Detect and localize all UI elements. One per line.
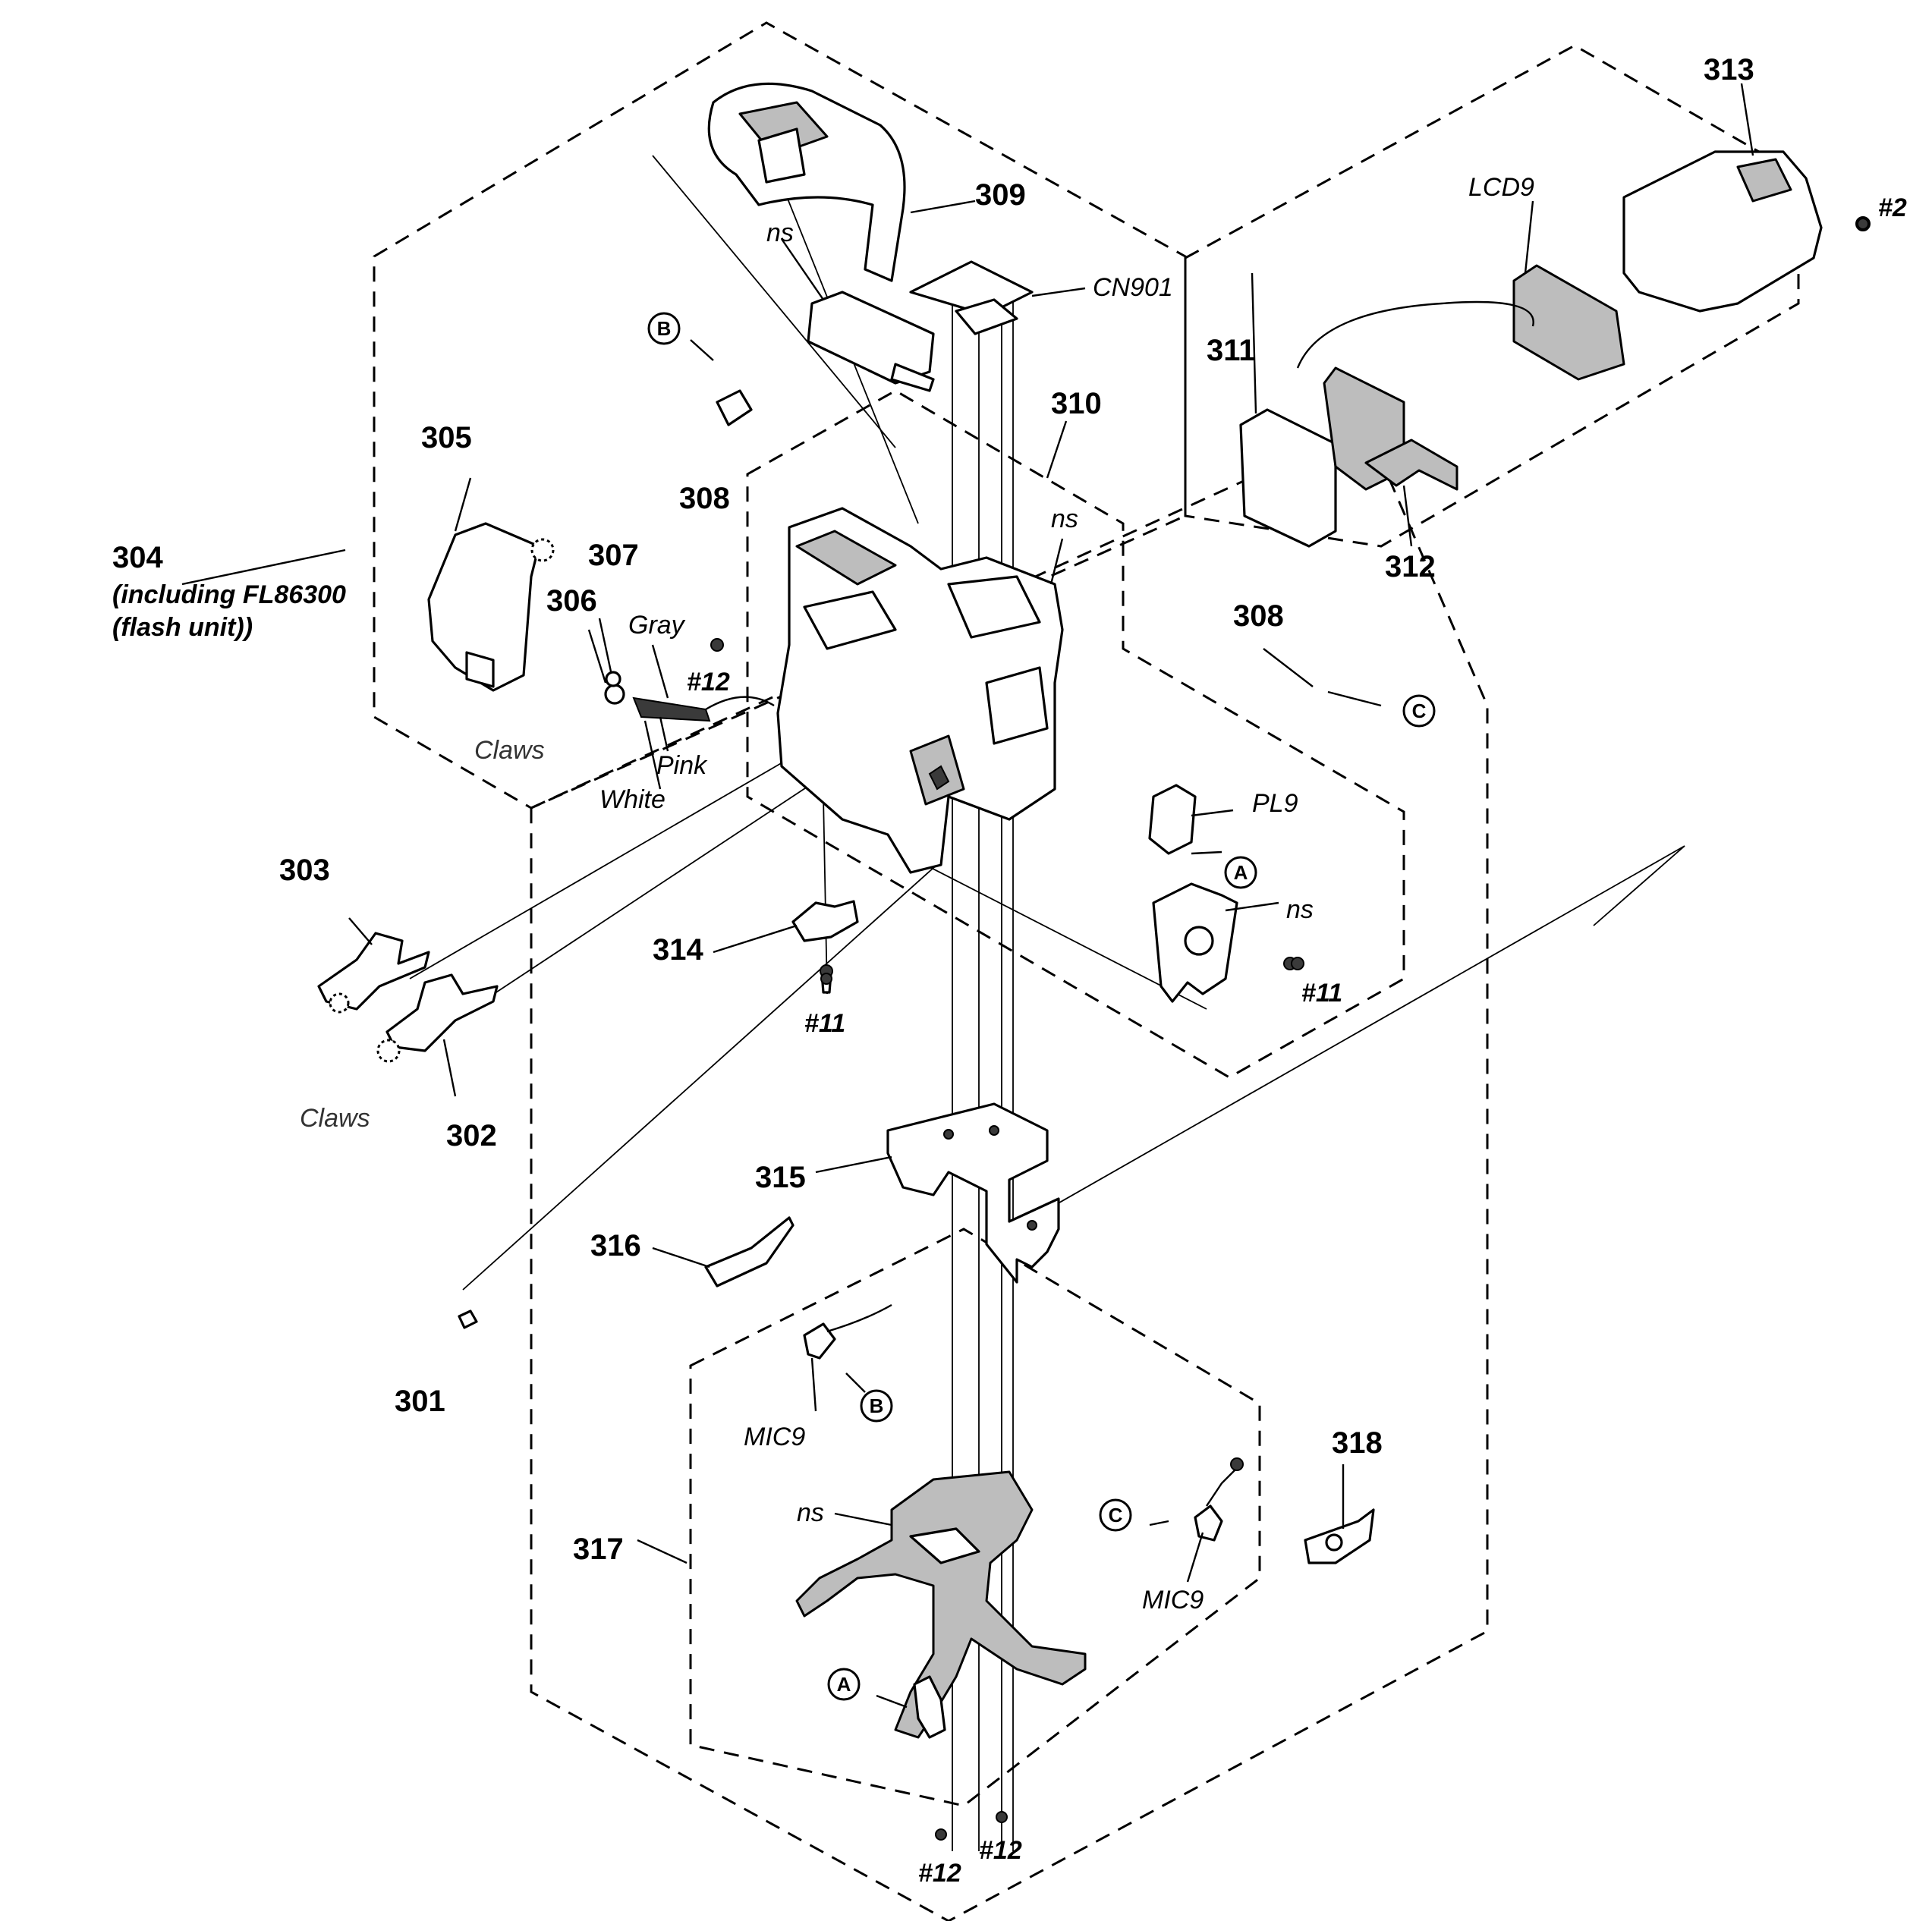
label-pl9: PL9 bbox=[1252, 789, 1298, 818]
part-304-note: (including FL86300 (flash unit)) bbox=[112, 580, 346, 642]
part-lcd9-panel bbox=[1296, 264, 1625, 381]
part-305-flash-bracket bbox=[427, 522, 555, 692]
label-ns-top: ns bbox=[766, 219, 794, 247]
part-ns-connector-a-bottom bbox=[913, 1675, 946, 1739]
screw-label-12-b: #12 bbox=[918, 1859, 961, 1888]
part-312-bracket bbox=[1364, 439, 1458, 491]
label-gray: Gray bbox=[628, 611, 686, 640]
part-pl9-connector bbox=[1148, 784, 1197, 855]
group-outlines bbox=[373, 21, 1800, 1921]
part-ns-top bbox=[807, 291, 935, 392]
screw-labels: #2 #12 #11 #11 #12 #12 bbox=[687, 193, 1907, 1888]
part-cn901-connector bbox=[909, 260, 1034, 335]
screw-12-a-icon bbox=[710, 638, 724, 652]
label-ns-bottom: ns bbox=[797, 1498, 824, 1527]
ref-a-bottom-text: A bbox=[837, 1673, 851, 1696]
reference-markers: B C A B C A bbox=[647, 312, 1436, 1701]
screw-12-c-icon bbox=[996, 1811, 1008, 1823]
label-mic9-upper: MIC9 bbox=[744, 1423, 805, 1451]
part-310-main-chassis bbox=[776, 507, 1064, 874]
ref-c-right-text: C bbox=[1412, 700, 1427, 722]
label-ns-right: ns bbox=[1286, 895, 1314, 924]
ref-c-bottom-text: C bbox=[1109, 1504, 1123, 1526]
assembly-lines bbox=[409, 136, 1685, 1851]
part-304-note-line-1: (including FL86300 bbox=[112, 580, 346, 609]
part-number-315: 315 bbox=[755, 1161, 806, 1194]
ref-marker-a-right: A bbox=[1224, 856, 1257, 889]
part-number-labels: 313 309 311 310 308 305 308 312 304 307 … bbox=[112, 53, 1754, 1566]
part-ns-board-right bbox=[1152, 882, 1297, 1003]
label-pink: Pink bbox=[656, 751, 708, 780]
screw-11-b-icon bbox=[1291, 957, 1304, 970]
part-number-306: 306 bbox=[546, 584, 597, 618]
ref-marker-c-bottom: C bbox=[1099, 1498, 1132, 1532]
screw-label-12-a: #12 bbox=[687, 668, 730, 696]
part-316-plate bbox=[704, 1216, 795, 1287]
part-number-305: 305 bbox=[421, 421, 472, 454]
screw-label-11-a: #11 bbox=[804, 1009, 845, 1038]
part-number-309: 309 bbox=[975, 178, 1026, 212]
leader-lines bbox=[181, 83, 1754, 1709]
ref-marker-b-top: B bbox=[647, 312, 681, 345]
part-number-310: 310 bbox=[1051, 387, 1102, 420]
screw-12-b-icon bbox=[935, 1828, 947, 1841]
group-outline-310 bbox=[746, 389, 1405, 1079]
screw-2-icon bbox=[1857, 218, 1869, 230]
screw-label-11-b: #11 bbox=[1301, 979, 1342, 1008]
part-number-304: 304 bbox=[112, 541, 163, 574]
part-mic9-lower bbox=[1194, 1457, 1244, 1542]
part-number-313: 313 bbox=[1704, 53, 1754, 86]
label-claws-bottom: Claws bbox=[300, 1104, 370, 1133]
part-303-claw-bracket bbox=[317, 932, 430, 1014]
label-claws-top: Claws bbox=[474, 736, 545, 765]
part-number-303: 303 bbox=[279, 854, 330, 887]
part-number-318: 318 bbox=[1332, 1426, 1383, 1460]
ref-marker-b-bottom: B bbox=[860, 1389, 893, 1423]
part-306-307-cable bbox=[604, 671, 775, 722]
label-lcd9: LCD9 bbox=[1468, 173, 1534, 202]
part-number-314: 314 bbox=[653, 933, 703, 967]
screw-label-12-c: #12 bbox=[979, 1836, 1022, 1865]
group-outline-lcd bbox=[1184, 44, 1800, 548]
screw-icons bbox=[710, 218, 1869, 1841]
component-labels: ns CN901 LCD9 ns Gray Pink White Claws C… bbox=[300, 173, 1534, 1614]
part-number-311: 311 bbox=[1207, 334, 1256, 367]
part-304-note-line-2: (flash unit)) bbox=[112, 613, 253, 642]
part-number-308-a: 308 bbox=[679, 482, 730, 515]
screw-label-2: #2 bbox=[1878, 193, 1907, 222]
part-313-lcd-housing bbox=[1622, 150, 1871, 313]
ref-marker-c-right: C bbox=[1402, 694, 1436, 728]
group-outline-main bbox=[530, 423, 1489, 1921]
part-number-316: 316 bbox=[590, 1229, 641, 1262]
part-number-308-b: 308 bbox=[1233, 599, 1284, 633]
part-mic9-upper bbox=[803, 1303, 892, 1360]
part-number-302: 302 bbox=[446, 1119, 497, 1152]
part-318-plate bbox=[1304, 1508, 1375, 1564]
ref-a-right-text: A bbox=[1234, 861, 1248, 884]
group-outline-304 bbox=[373, 21, 1187, 810]
part-number-301: 301 bbox=[395, 1385, 445, 1418]
part-number-307: 307 bbox=[588, 539, 639, 572]
part-308-small-block-a bbox=[716, 389, 753, 426]
ref-marker-a-bottom: A bbox=[827, 1668, 861, 1701]
ref-b-bottom-text: B bbox=[870, 1394, 884, 1417]
screw-11-a-icon bbox=[820, 973, 832, 985]
label-cn901: CN901 bbox=[1093, 273, 1173, 302]
label-mic9-lower: MIC9 bbox=[1142, 1586, 1204, 1614]
part-309-top-cover bbox=[707, 82, 906, 282]
label-white: White bbox=[599, 785, 666, 814]
part-number-312: 312 bbox=[1385, 550, 1436, 583]
group-outline-317 bbox=[689, 1228, 1261, 1807]
part-number-317: 317 bbox=[573, 1533, 624, 1566]
part-301-small-part bbox=[458, 1309, 478, 1329]
part-302-claw-bracket bbox=[376, 973, 499, 1063]
label-ns-mid: ns bbox=[1051, 505, 1078, 533]
ref-b-top-text: B bbox=[657, 317, 672, 340]
part-315-frame-bracket bbox=[886, 1102, 1060, 1284]
